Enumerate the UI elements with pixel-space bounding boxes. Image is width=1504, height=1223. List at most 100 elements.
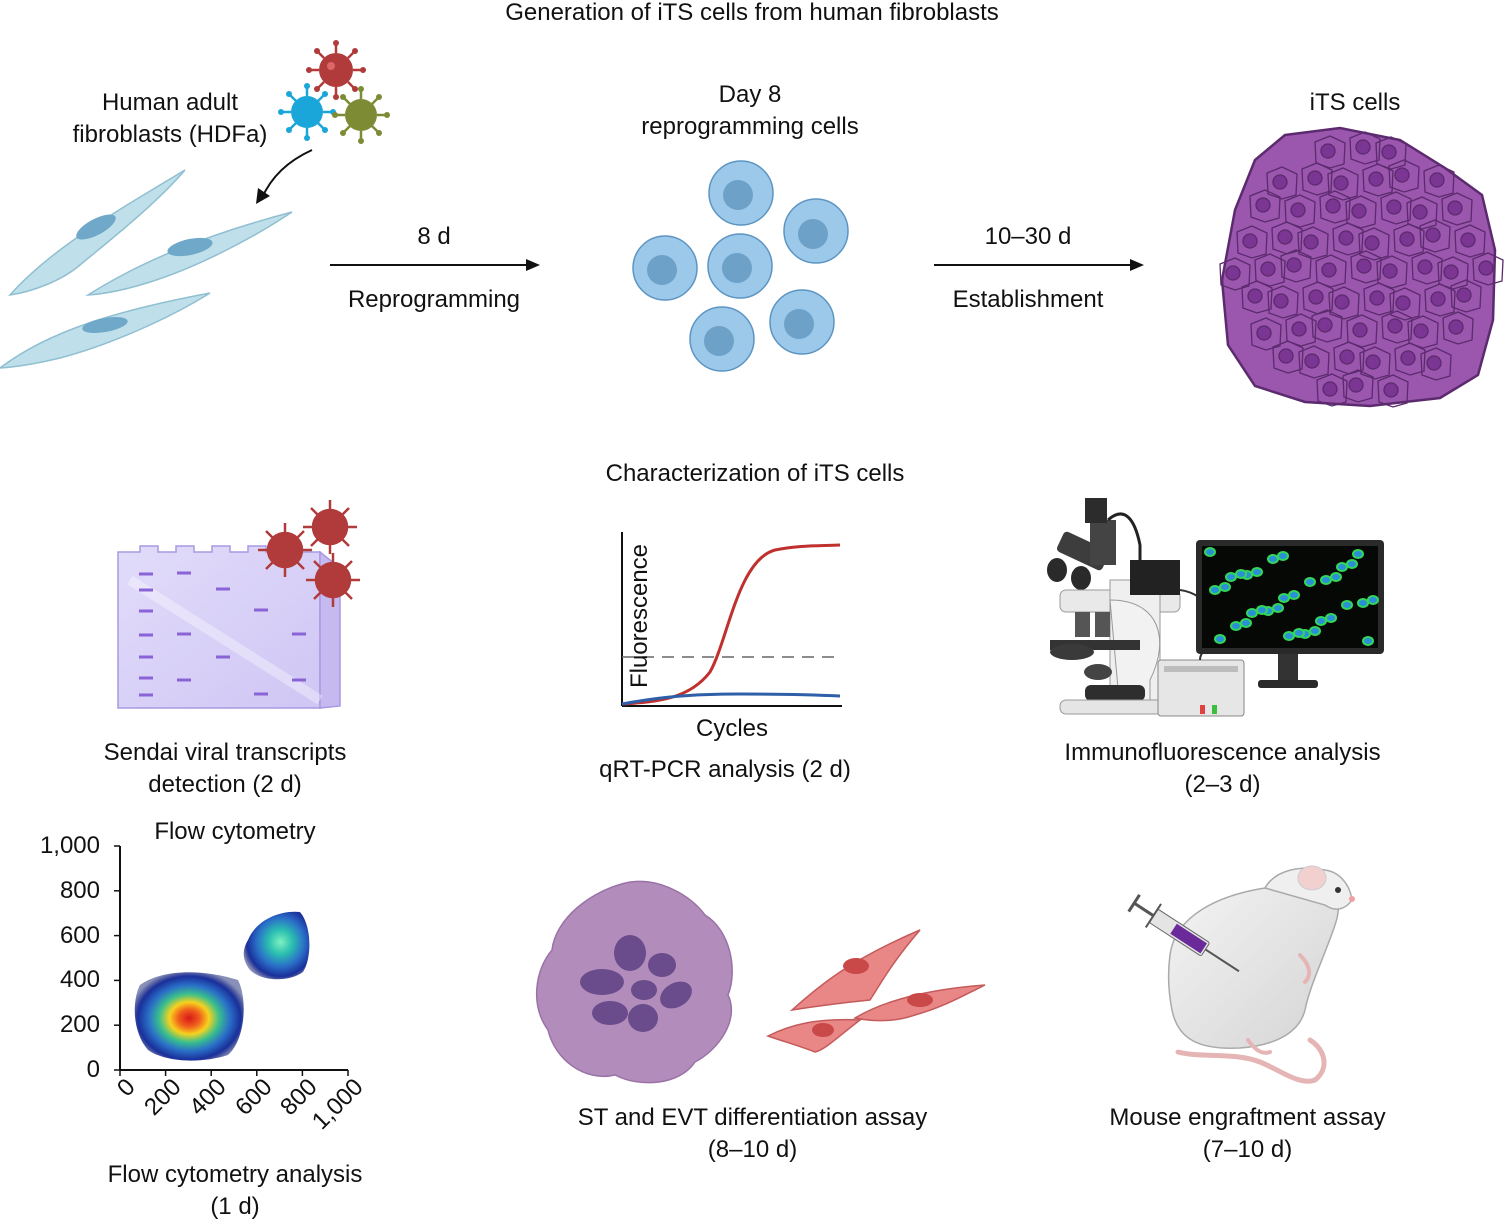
its-cell <box>1319 190 1351 224</box>
if-cell <box>1325 613 1337 623</box>
if-cell <box>1272 603 1284 613</box>
its-cell-nucleus <box>1290 202 1306 218</box>
microscope-illustration <box>1047 498 1384 717</box>
mouse-eye <box>1335 887 1341 893</box>
its-cell-nucleus <box>1260 261 1276 277</box>
if-cell <box>1309 626 1321 636</box>
its-cell <box>1302 281 1334 315</box>
qrtpcr-label: qRT-PCR analysis (2 d) <box>599 756 851 783</box>
if-cell <box>1293 628 1305 638</box>
if-cell <box>1240 618 1252 628</box>
if-cell <box>1315 616 1327 626</box>
if-cell <box>1256 605 1268 615</box>
its-cell-nucleus <box>1381 144 1397 160</box>
its-cell <box>1301 162 1333 196</box>
its-cell-nucleus <box>1413 323 1429 339</box>
its-cell <box>1454 224 1486 258</box>
fibroblasts-label-line2: fibroblasts (HDFa) <box>72 121 268 148</box>
if-cell <box>1278 593 1290 603</box>
if-cell <box>1230 621 1242 631</box>
its-cell-nucleus <box>1400 350 1416 366</box>
its-cell <box>1342 369 1374 403</box>
its-cell-nucleus <box>1425 227 1441 243</box>
its-cell-nucleus <box>1351 203 1367 219</box>
its-cell-nucleus <box>1368 171 1384 187</box>
its-cell-nucleus <box>1278 348 1294 364</box>
sendai-virus-icons <box>278 40 390 144</box>
sendai-gel-illustration <box>117 500 360 709</box>
its-cell-nucleus <box>1225 265 1241 281</box>
its-cell <box>1297 226 1329 260</box>
qrtpcr-plot <box>621 532 842 707</box>
fibroblasts-illustration <box>0 149 313 369</box>
flow-label-line1: Flow cytometry analysis <box>107 1161 363 1188</box>
its-cell <box>1350 250 1382 284</box>
its-cell-nucleus <box>1291 321 1307 337</box>
st-evt-label-line1: ST and EVT differentiation assay <box>577 1104 928 1131</box>
establishment-time: 10–30 d <box>984 223 1072 250</box>
its-cell-nucleus <box>1352 322 1368 338</box>
mouse-illustration <box>1127 865 1355 1084</box>
syringe-icon <box>1127 893 1240 973</box>
its-cell <box>1424 283 1456 317</box>
virus-green-icon <box>332 86 390 144</box>
if-cell <box>1251 567 1263 577</box>
reprogramming-arrow <box>330 259 540 271</box>
reprogramming-label: Reprogramming <box>347 286 521 313</box>
flow-y-tick-label: 1,000 <box>39 832 100 859</box>
its-cell <box>1441 192 1473 226</box>
its-cell-nucleus <box>1383 382 1399 398</box>
its-cell <box>1472 252 1504 286</box>
its-cell-nucleus <box>1417 259 1433 275</box>
its-cell <box>1381 310 1413 344</box>
if-cell <box>1225 572 1237 582</box>
its-cell <box>1349 131 1381 165</box>
its-cell-nucleus <box>1382 263 1398 279</box>
its-cell-nucleus <box>1320 143 1336 159</box>
its-cell <box>1298 345 1330 379</box>
its-cell-nucleus <box>1395 295 1411 311</box>
if-cell <box>1352 549 1364 559</box>
if-cell <box>1367 595 1379 605</box>
flow-population-1 <box>134 972 244 1061</box>
its-cell-nucleus <box>1303 234 1319 250</box>
its-cell-nucleus <box>1355 139 1371 155</box>
virus-blue-icon <box>278 83 336 141</box>
if-cell <box>1357 598 1369 608</box>
its-cell <box>1250 317 1282 351</box>
its-cell <box>1363 282 1395 316</box>
its-cell-nucleus <box>1339 349 1355 365</box>
its-cell-nucleus <box>1448 319 1464 335</box>
if-cell <box>1336 562 1348 572</box>
fibroblasts-label-line1: Human adult <box>101 89 239 116</box>
if-cell <box>1346 559 1358 569</box>
its-cell-nucleus <box>1365 354 1381 370</box>
its-cell-nucleus <box>1277 229 1293 245</box>
immuno-label-line1: Immunofluorescence analysis <box>1064 739 1381 766</box>
mouse-label-line2: (7–10 d) <box>1202 1136 1293 1163</box>
its-cell-nucleus <box>1325 198 1341 214</box>
st-evt-label-line2: (8–10 d) <box>707 1136 798 1163</box>
its-cell-nucleus <box>1273 293 1289 309</box>
flow-label-line2: (1 d) <box>210 1193 260 1220</box>
its-cell <box>1266 166 1298 200</box>
its-cell-nucleus <box>1447 200 1463 216</box>
its-cell-nucleus <box>1307 170 1323 186</box>
if-cell <box>1320 575 1332 585</box>
if-cell <box>1214 634 1226 644</box>
its-cell-nucleus <box>1429 172 1445 188</box>
its-cell <box>1393 223 1425 257</box>
its-cell <box>1362 163 1394 197</box>
mouse-body <box>1167 879 1340 1049</box>
sendai-label-line2: detection (2 d) <box>148 771 302 798</box>
its-cell <box>1388 159 1420 193</box>
its-cell-nucleus <box>1478 260 1494 276</box>
its-cell-nucleus <box>1322 381 1338 397</box>
its-cell <box>1358 227 1390 261</box>
its-cell <box>1280 249 1312 283</box>
its-cell-nucleus <box>1338 230 1354 246</box>
if-cell <box>1246 608 1258 618</box>
its-cell-nucleus <box>1256 325 1272 341</box>
its-cell-nucleus <box>1356 258 1372 274</box>
